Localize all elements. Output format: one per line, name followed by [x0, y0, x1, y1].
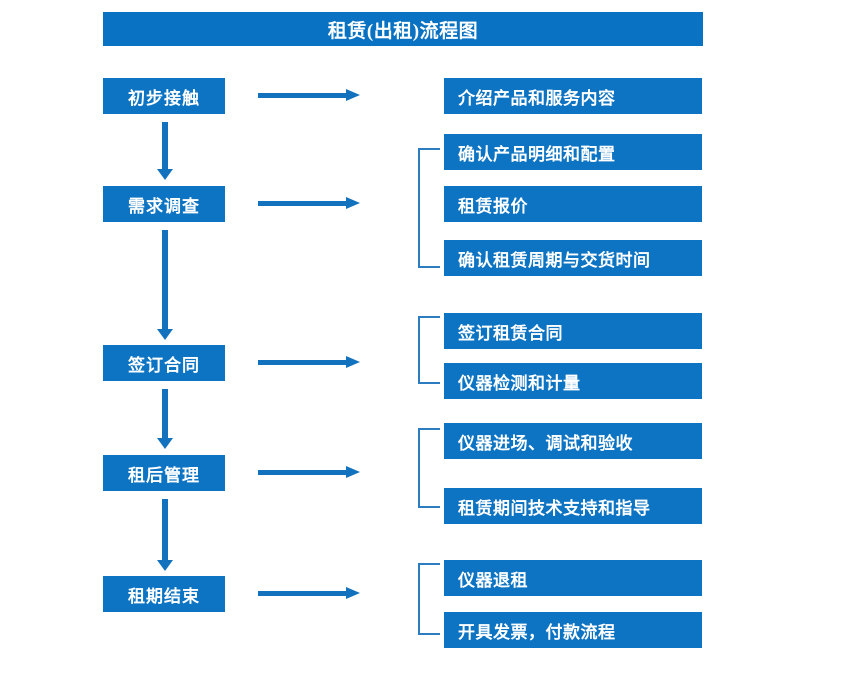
chart-title: 租赁(出租)流程图: [103, 12, 703, 46]
detail-box-2[interactable]: 确认产品明细和配置: [444, 134, 702, 170]
horizontal-arrow-4: [258, 464, 363, 482]
horizontal-arrow-3: [258, 354, 363, 372]
arrow-head: [157, 329, 173, 340]
arrow-shaft: [162, 122, 168, 169]
stage-box-4[interactable]: 租后管理: [103, 455, 225, 491]
arrow-head: [157, 438, 173, 449]
arrow-shaft: [258, 591, 348, 596]
arrow-head: [346, 356, 360, 368]
arrow-shaft: [162, 389, 168, 438]
bracket-connector-2: [418, 148, 440, 268]
horizontal-arrow-1: [258, 87, 363, 105]
bracket-connector-3: [418, 316, 440, 384]
stage-box-5[interactable]: 租期结束: [103, 576, 225, 612]
arrow-shaft: [258, 360, 348, 365]
vertical-arrow-4: [157, 499, 173, 571]
arrow-shaft: [258, 470, 348, 475]
arrow-shaft: [258, 93, 348, 98]
arrow-shaft: [258, 201, 348, 206]
detail-box-5[interactable]: 签订租赁合同: [444, 313, 702, 349]
vertical-arrow-2: [157, 230, 173, 340]
horizontal-arrow-5: [258, 585, 363, 603]
detail-box-4[interactable]: 确认租赁周期与交货时间: [444, 240, 702, 276]
arrow-head: [157, 560, 173, 571]
detail-box-7[interactable]: 仪器进场、调试和验收: [444, 423, 702, 459]
bracket-connector-5: [418, 563, 440, 635]
stage-box-3[interactable]: 签订合同: [103, 345, 225, 381]
arrow-head: [346, 89, 360, 101]
horizontal-arrow-2: [258, 195, 363, 213]
arrow-shaft: [162, 230, 168, 329]
arrow-head: [157, 169, 173, 180]
arrow-shaft: [162, 499, 168, 560]
vertical-arrow-3: [157, 389, 173, 449]
vertical-arrow-1: [157, 122, 173, 180]
arrow-head: [346, 197, 360, 209]
bracket-connector-4: [418, 428, 440, 508]
stage-box-1[interactable]: 初步接触: [103, 78, 225, 114]
detail-box-9[interactable]: 仪器退租: [444, 560, 702, 596]
detail-box-10[interactable]: 开具发票，付款流程: [444, 612, 702, 648]
detail-box-1[interactable]: 介绍产品和服务内容: [444, 78, 702, 114]
arrow-head: [346, 587, 360, 599]
arrow-head: [346, 466, 360, 478]
detail-box-8[interactable]: 租赁期间技术支持和指导: [444, 488, 702, 524]
detail-box-3[interactable]: 租赁报价: [444, 186, 702, 222]
detail-box-6[interactable]: 仪器检测和计量: [444, 363, 702, 399]
stage-box-2[interactable]: 需求调查: [103, 186, 225, 222]
